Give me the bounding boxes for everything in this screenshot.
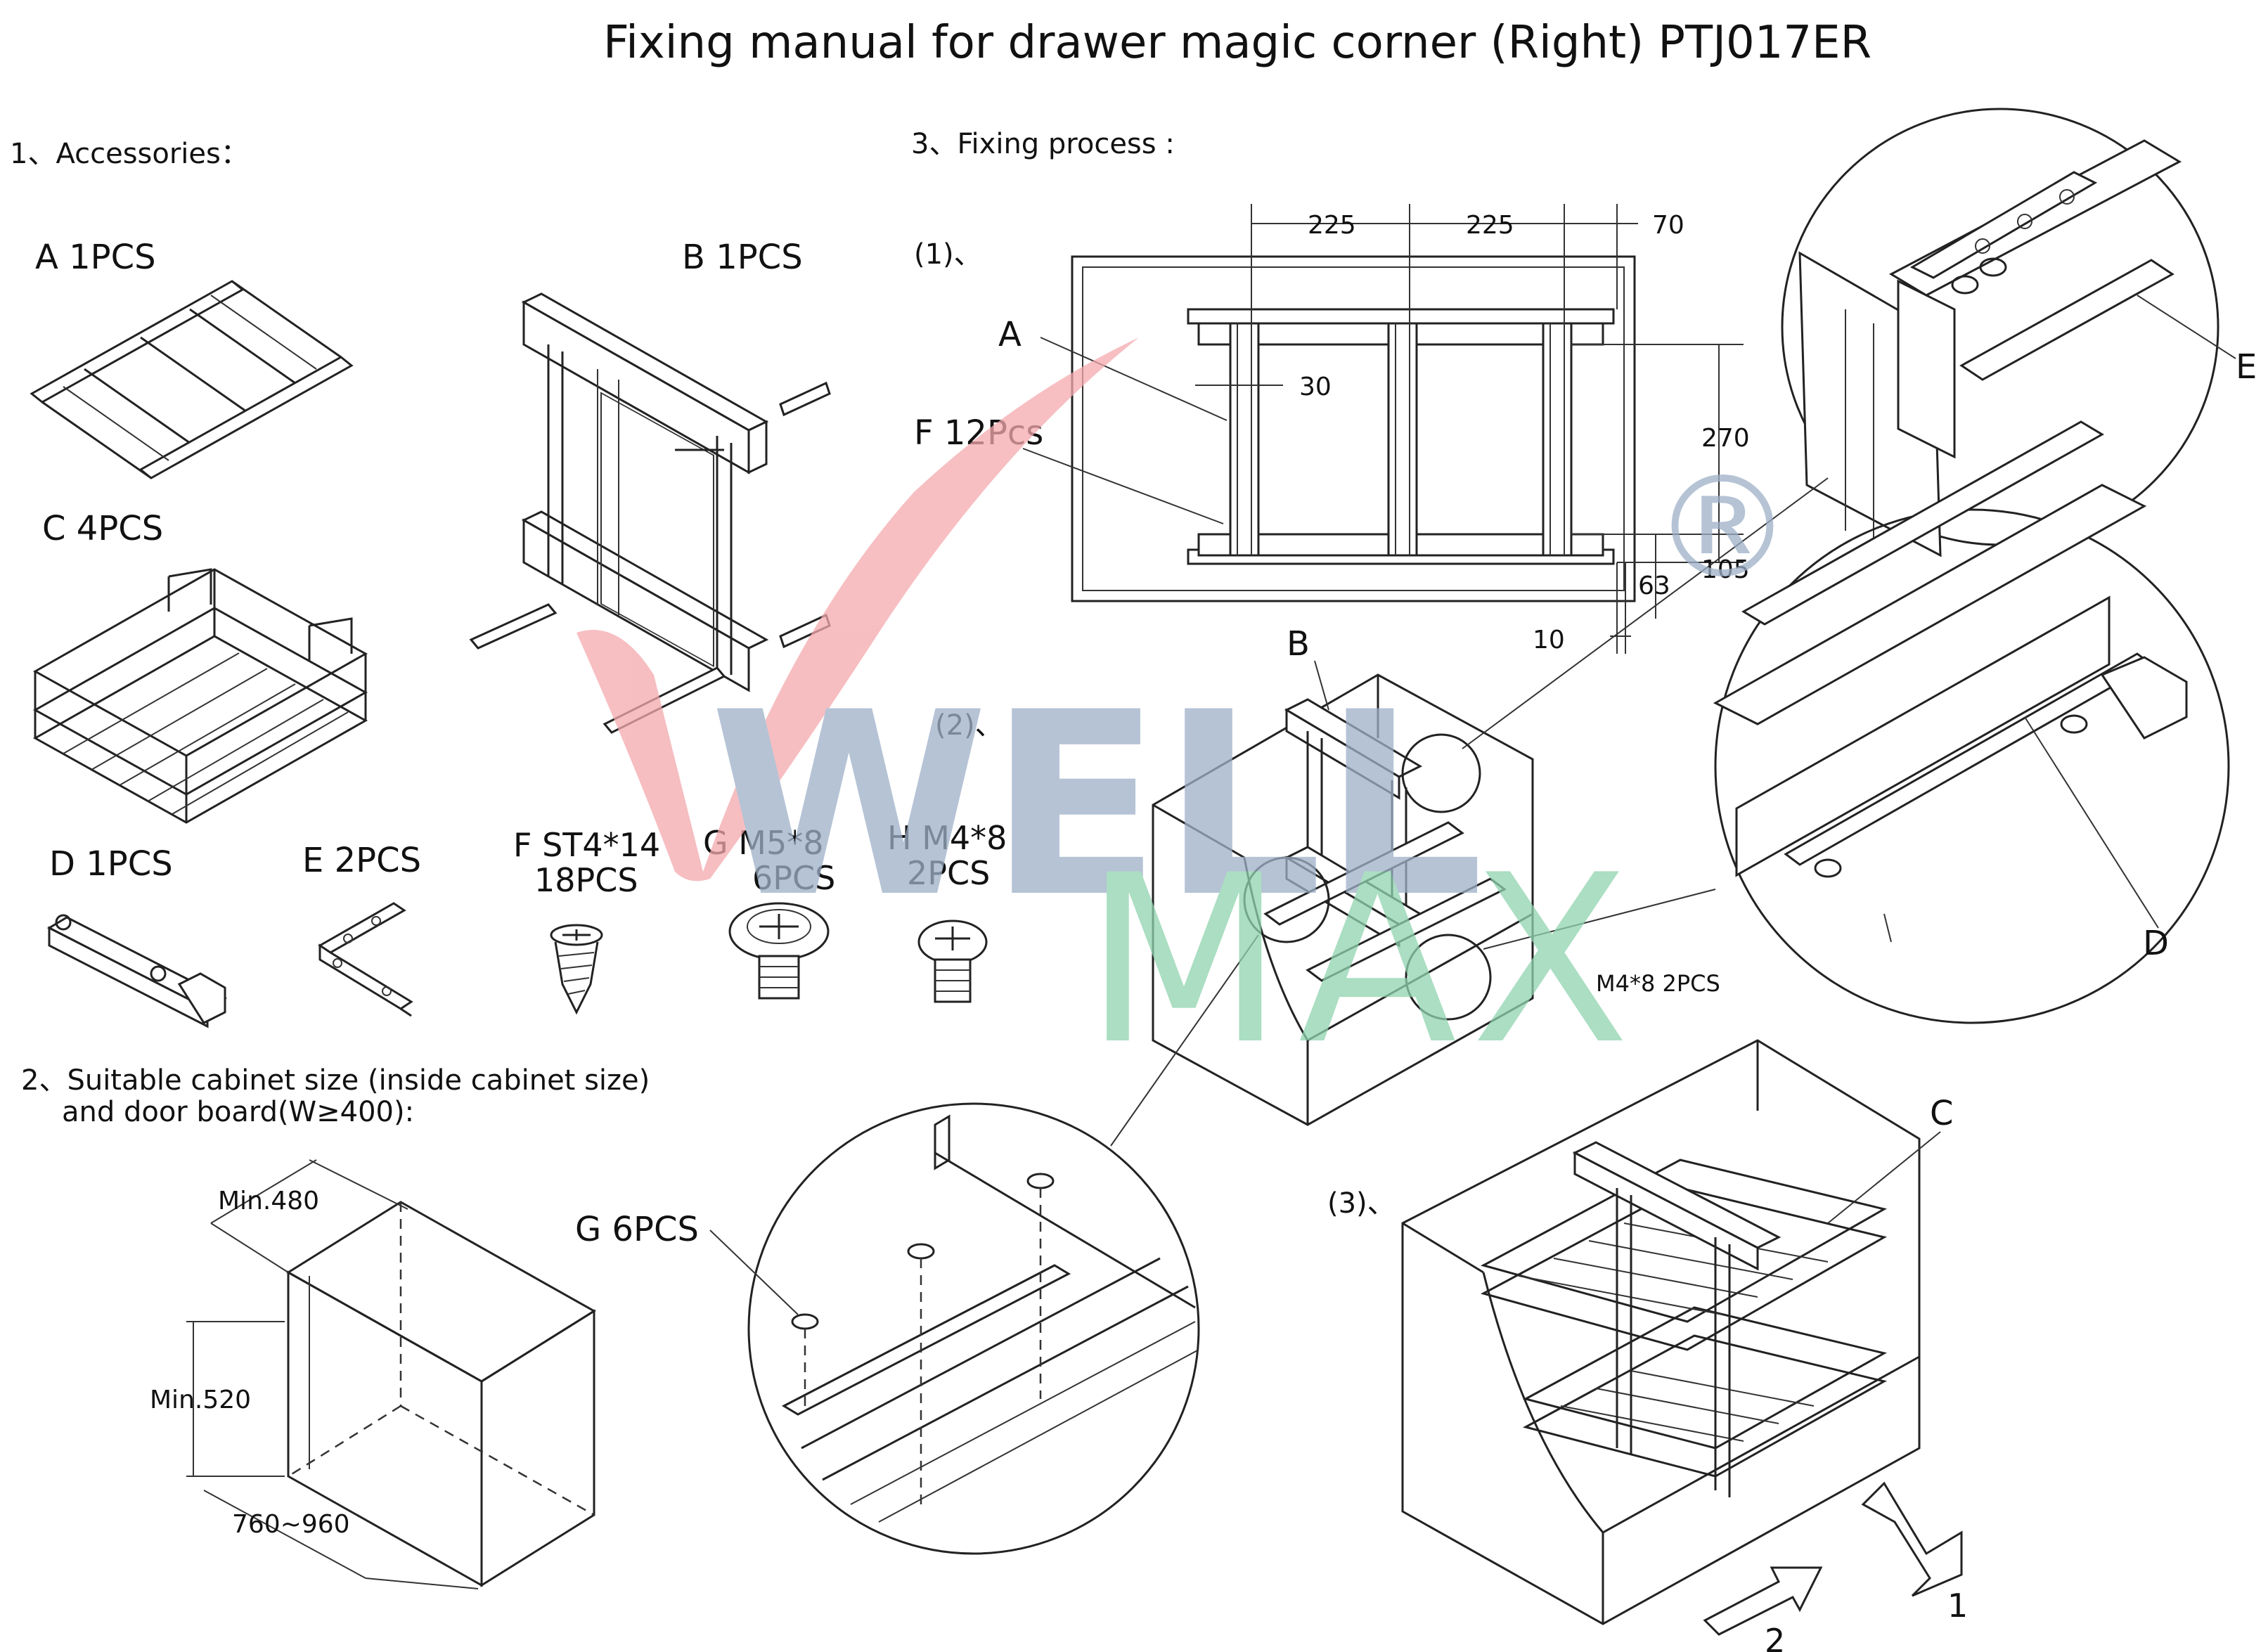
detail-circle-g: [709, 1102, 1200, 1555]
part-f-label: F ST4*14: [513, 826, 660, 864]
dim-105: 105: [1701, 555, 1750, 584]
dim-width: 760~960: [232, 1510, 350, 1539]
detail-circle-e: [1781, 108, 2236, 557]
watermark-check-icon: [576, 337, 1139, 882]
dim-depth: Min.480: [218, 1187, 319, 1215]
section-cabinet-size: 2、Suitable cabinet size (inside cabinet …: [21, 1064, 650, 1097]
part-f-qty: 18PCS: [534, 861, 638, 899]
watermark-well-text: WELL: [709, 658, 1484, 953]
step-1-label-a: A: [998, 315, 1022, 354]
part-f-screw-icon: [550, 924, 603, 1015]
part-e-angle-bracket: [318, 902, 413, 1017]
step-3-label: (3)、: [1327, 1187, 1396, 1220]
callout-h-screws: M4*8 2PCS: [1596, 970, 1720, 997]
dim-30: 30: [1299, 373, 1332, 401]
dim-70: 70: [1652, 211, 1684, 240]
part-e-label: E 2PCS: [302, 841, 421, 880]
arrow-2-icon: [1703, 1566, 1823, 1636]
part-d-label: D 1PCS: [49, 844, 173, 884]
watermark: WELL MAX ®: [576, 337, 1793, 1095]
arrow-1-label: 1: [1947, 1587, 1968, 1625]
step-2-label: (2)、: [935, 709, 1003, 742]
dim-10: 10: [1533, 626, 1565, 654]
step-1-top-view: [1022, 204, 1744, 654]
part-h-label: H M4*8: [887, 819, 1007, 857]
part-a-slide-frame: [30, 280, 354, 479]
watermark-max-text: MAX: [1084, 825, 1644, 1095]
callout-c: C: [1930, 1094, 1954, 1133]
part-a-label: A 1PCS: [35, 238, 156, 277]
part-d-bracket: [46, 914, 228, 1028]
section-fixing-process: 3、Fixing process :: [911, 128, 1175, 160]
part-c-label: C 4PCS: [42, 509, 163, 548]
page-title: Fixing manual for drawer magic corner (R…: [603, 17, 1871, 69]
dim-270: 270: [1701, 424, 1750, 453]
part-g-screw-icon: [728, 902, 830, 1000]
callout-g: G 6PCS: [575, 1210, 699, 1249]
dim-height: Min.520: [150, 1386, 251, 1414]
part-c-wire-basket: [32, 568, 368, 824]
part-g-qty: 6PCS: [752, 859, 835, 897]
part-b-lift-frame: [469, 292, 831, 734]
dim-225-right: 225: [1466, 211, 1514, 240]
callout-d: D: [2143, 924, 2169, 963]
callout-e: E: [2236, 347, 2257, 387]
arrow-2-label: 2: [1765, 1622, 1785, 1652]
cabinet-box-diagram: [186, 1159, 596, 1589]
section-cabinet-size-line2: and door board(W≥400):: [62, 1096, 414, 1128]
watermark-registered-icon: ®: [1652, 446, 1793, 610]
step-1-label: (1)、: [914, 238, 982, 271]
dim-63: 63: [1638, 572, 1670, 600]
detail-circle-d: [1713, 420, 2230, 1024]
step-3-final-install: [1401, 1039, 1941, 1625]
callout-b: B: [1287, 624, 1310, 664]
arrow-1-icon: [1861, 1481, 1963, 1597]
step-2-assembly: [1110, 477, 1829, 1147]
part-b-label: B 1PCS: [682, 238, 803, 277]
part-h-qty: 2PCS: [907, 854, 990, 892]
section-accessories: 1、Accessories：: [10, 138, 249, 170]
dim-225-left: 225: [1308, 211, 1356, 240]
part-h-screw-icon: [917, 919, 988, 1003]
